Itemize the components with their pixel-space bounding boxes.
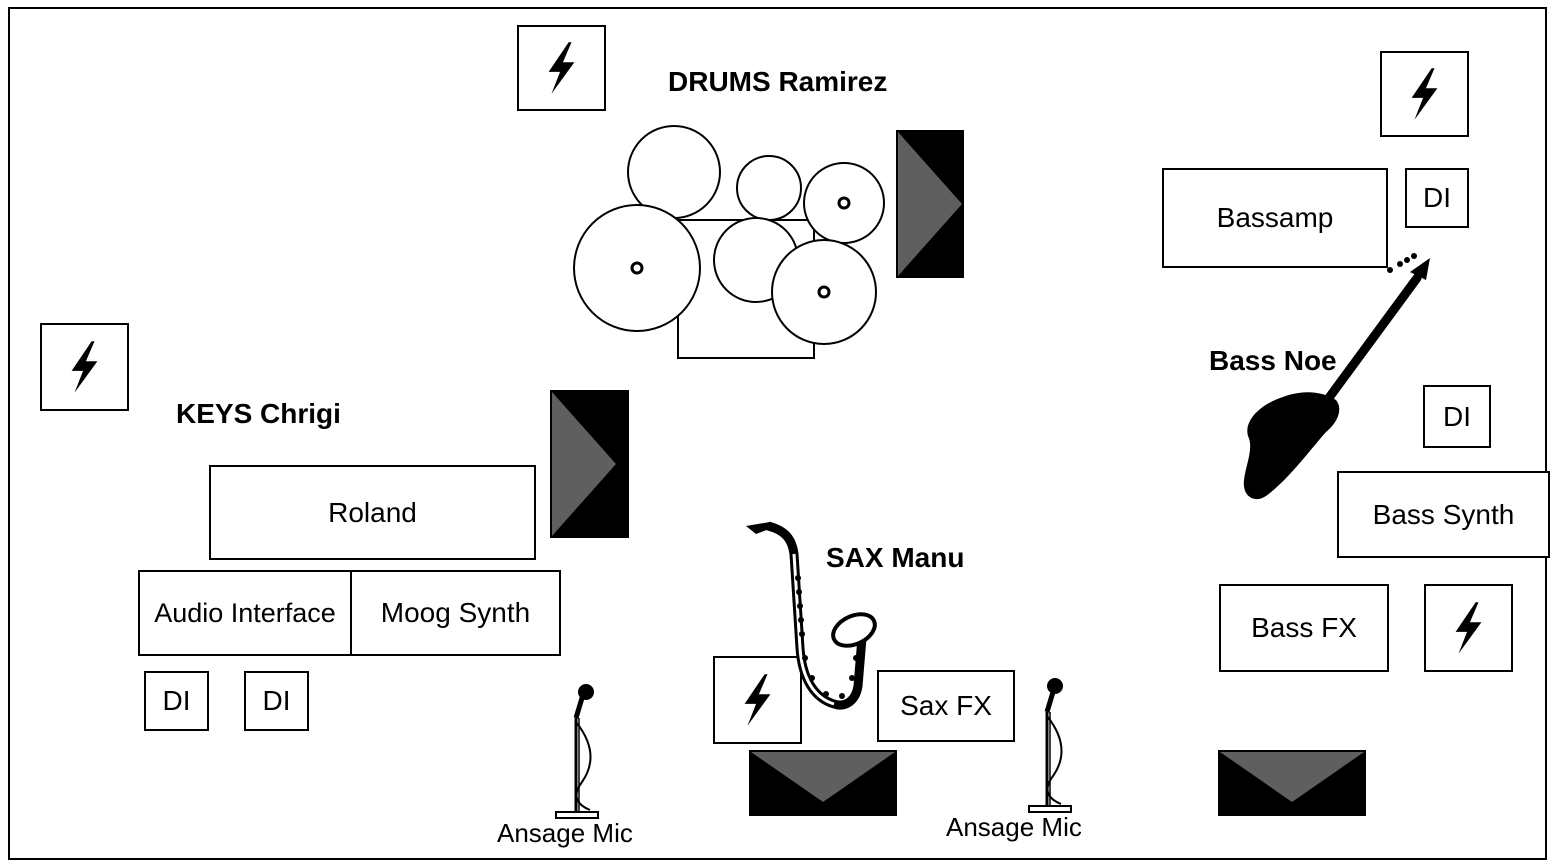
monitor-wedge-icon xyxy=(550,390,629,538)
microphone-stand-icon xyxy=(1028,678,1072,813)
power-icon xyxy=(40,323,129,411)
ansage-mic-label: Ansage Mic xyxy=(497,818,633,848)
sax-label: SAX Manu xyxy=(826,542,965,573)
power-icon xyxy=(1380,51,1469,137)
power-icon xyxy=(713,656,802,744)
di-box: DI xyxy=(144,671,209,731)
audio-interface-box: Audio Interface xyxy=(138,570,352,656)
power-icon xyxy=(1424,584,1513,672)
sax-fx-box: Sax FX xyxy=(877,670,1015,742)
bass-label: Bass Noe xyxy=(1209,345,1337,376)
keys-label: KEYS Chrigi xyxy=(176,398,341,429)
bass-synth-box: Bass Synth xyxy=(1337,471,1550,558)
di-box: DI xyxy=(1405,168,1469,228)
monitor-wedge-icon xyxy=(1218,750,1366,816)
monitor-wedge-icon xyxy=(749,750,897,816)
bass-guitar-icon xyxy=(1243,253,1430,500)
drums-label: DRUMS Ramirez xyxy=(668,66,888,97)
saxophone-icon xyxy=(746,521,877,710)
monitor-wedge-icon xyxy=(896,130,964,278)
bassamp-box: Bassamp xyxy=(1162,168,1388,268)
di-box: DI xyxy=(1423,385,1491,448)
drumkit-icon xyxy=(573,125,885,359)
roland-box: Roland xyxy=(209,465,536,560)
microphone-stand-icon xyxy=(555,684,599,819)
moog-synth-box: Moog Synth xyxy=(350,570,561,656)
power-icon xyxy=(517,25,606,111)
ansage-mic-label: Ansage Mic xyxy=(946,812,1082,842)
di-box: DI xyxy=(244,671,309,731)
bass-fx-box: Bass FX xyxy=(1219,584,1389,672)
